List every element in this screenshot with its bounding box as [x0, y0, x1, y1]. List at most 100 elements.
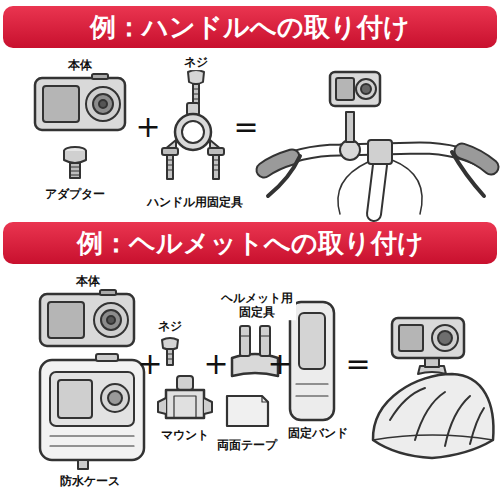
waterproof-case-part: [40, 360, 144, 460]
handlebar-mount-part: [175, 114, 211, 150]
operator-symbol: =: [344, 349, 371, 379]
camera-body-part: [107, 316, 115, 324]
double-sided-tape: [227, 396, 268, 426]
bicycle-handlebar-part: [361, 84, 371, 94]
camera-body-part: [35, 78, 125, 130]
adapter-part: [70, 167, 80, 175]
buckle-mount-part: [158, 398, 166, 414]
fixing-band-part: [290, 302, 334, 420]
bicycle-handlebar-part: [374, 165, 380, 214]
waterproof-case-part: [101, 384, 129, 412]
handlebar-mount-part: [213, 155, 219, 179]
buckle-mount-part: [177, 376, 193, 390]
helmet-part: [373, 435, 493, 440]
camera-body-part: [99, 100, 107, 108]
bicycle-handlebar-part: [452, 152, 484, 196]
operator-symbol: +: [136, 349, 163, 379]
part-label: ネジ: [157, 320, 183, 334]
handlebar-mount-part: [167, 155, 173, 179]
buckle-mount-part: [166, 390, 204, 418]
buckle-mount-part: [174, 396, 196, 418]
operator-symbol: +: [266, 349, 293, 379]
part-label: ネジ: [183, 56, 209, 70]
screw-part: [167, 349, 173, 365]
operator-symbol: =: [232, 112, 259, 142]
waterproof-case-part: [78, 460, 88, 469]
part-label: 防水ケース: [59, 475, 121, 489]
operator-symbol: +: [134, 112, 161, 142]
screw-part: [193, 89, 199, 99]
camera-body: [40, 290, 134, 346]
part-label: ハンドル用固定具: [146, 196, 244, 210]
camera-body-part: [40, 294, 134, 346]
bicycle-handlebar-part: [264, 157, 292, 170]
buckle-mount-part: [204, 398, 212, 414]
helmet-part: [373, 374, 493, 458]
bicycle-handlebar-part: [368, 140, 392, 164]
bicycle-handlebar-part: [346, 112, 354, 142]
handlebar-mount-part: [167, 160, 219, 170]
part-label: アダプター: [44, 188, 106, 202]
fixing-band: [290, 302, 334, 420]
banner-heading: 例：ハンドルへの取り付け: [90, 13, 410, 42]
camera-body-part: [94, 303, 128, 337]
waterproof-case-part: [108, 391, 122, 405]
screw-part: [162, 338, 178, 350]
screw: [162, 338, 178, 365]
bicycle-handlebar: [264, 72, 491, 214]
camera-body-part: [101, 310, 121, 330]
fixing-band-part: [299, 313, 325, 369]
bicycle-handlebar-part: [330, 72, 380, 106]
double-sided-tape-part: [262, 396, 268, 402]
adapter: [64, 147, 86, 178]
illustration-part: [35, 70, 493, 469]
section-banner: 例：ヘルメットへの取り付け: [3, 222, 497, 264]
operator-symbol: +: [202, 349, 229, 379]
helmet-part: [432, 325, 458, 351]
bicycle-handlebar-part: [356, 79, 376, 99]
handlebar-mount-part: [208, 148, 224, 155]
helmet-mount-base-part: [240, 326, 250, 356]
part-label: ヘルメット用 固定具: [218, 292, 296, 320]
waterproof-case-part: [58, 380, 92, 418]
handlebar-mount: [162, 103, 224, 179]
adapter-part: [70, 163, 80, 178]
screw-part: [193, 84, 199, 104]
fixing-band-part: [296, 384, 328, 396]
part-label: 本体: [67, 59, 93, 73]
camera-body-part: [86, 87, 120, 121]
helmet-part: [438, 331, 452, 345]
bicycle-handlebar-part: [264, 157, 292, 170]
helmet-part: [399, 325, 423, 351]
bicycle-handlebar-part: [374, 165, 380, 214]
screw: [188, 70, 204, 104]
helmet-part: [392, 318, 464, 358]
helmet: [373, 318, 493, 458]
adapter-part: [64, 151, 86, 163]
bicycle-handlebar-part: [392, 160, 422, 214]
double-sided-tape-part: [227, 396, 268, 426]
banner-heading: 例：ヘルメットへの取り付け: [77, 229, 424, 258]
camera-body-part: [92, 74, 108, 79]
helmet-mount-base-part: [240, 336, 270, 337]
part-label: マウント: [160, 429, 210, 443]
buckle-mount: [158, 376, 212, 418]
screw-part: [167, 354, 173, 359]
bicycle-handlebar-part: [462, 151, 491, 167]
waterproof-case-part: [50, 436, 134, 446]
screw-part: [188, 70, 204, 84]
section-banner: 例：ハンドルへの取り付け: [3, 6, 497, 48]
part-label: 固定バンド: [287, 427, 349, 441]
waterproof-case: [40, 354, 144, 469]
handlebar-mount-part: [182, 121, 204, 143]
camera-body-part: [48, 302, 84, 338]
camera-body-part: [93, 94, 113, 114]
bicycle-handlebar-part: [338, 162, 368, 214]
bicycle-handlebar-part: [268, 156, 300, 196]
camera-body: [35, 74, 125, 130]
camera-body-part: [43, 86, 79, 122]
waterproof-case-part: [50, 372, 134, 426]
camera-body-part: [100, 290, 116, 295]
bicycle-handlebar-part: [336, 78, 354, 100]
